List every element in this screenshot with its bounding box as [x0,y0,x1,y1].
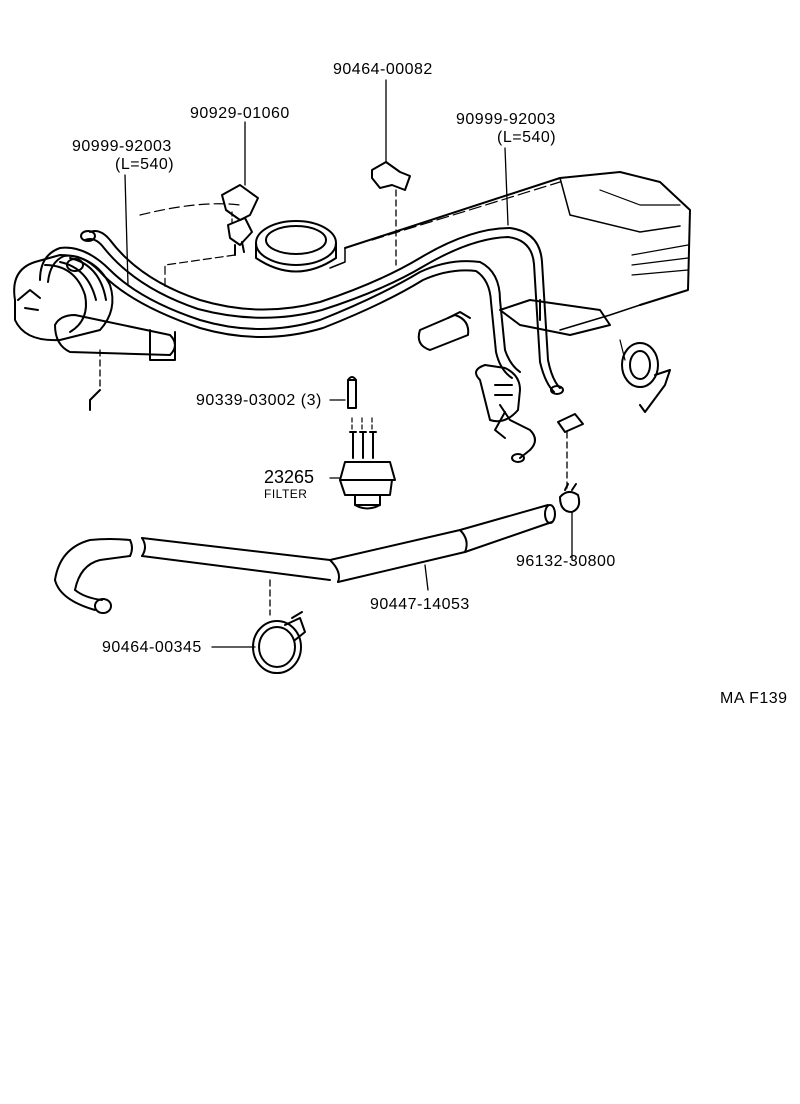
vacuum-valve [475,364,536,463]
label-90464-00345: 90464-00345 [102,639,202,656]
hose-fitting-center [417,299,611,351]
label-90999-92003-left: 90999-92003 [72,138,172,155]
diaphragm-part [619,339,671,413]
hose-clip-small [557,413,584,561]
label-90447-14053: 90447-14053 [370,596,470,613]
label-90999-92003-right: 90999-92003 [456,111,556,128]
label-23265: 23265 [264,467,315,487]
main-hose [54,504,556,614]
reference-code: MA F139 [720,690,788,707]
air-cleaner [255,220,337,273]
clip-left [221,121,259,256]
engine-block [329,171,691,331]
left-engine-part [13,203,241,411]
band-clamp [211,579,306,674]
label-filter: FILTER [264,487,308,501]
hose-leaders [124,147,509,286]
label-length-left: (L=540) [115,156,175,173]
filter-part [329,376,396,510]
label-90929-01060: 90929-01060 [190,105,290,122]
label-90339-03002: 90339-03002 (3) [196,392,322,409]
label-96132-30800: 96132-30800 [516,553,616,570]
label-90464-00082: 90464-00082 [333,61,433,78]
label-length-right: (L=540) [497,129,557,146]
clip-top [371,79,411,266]
